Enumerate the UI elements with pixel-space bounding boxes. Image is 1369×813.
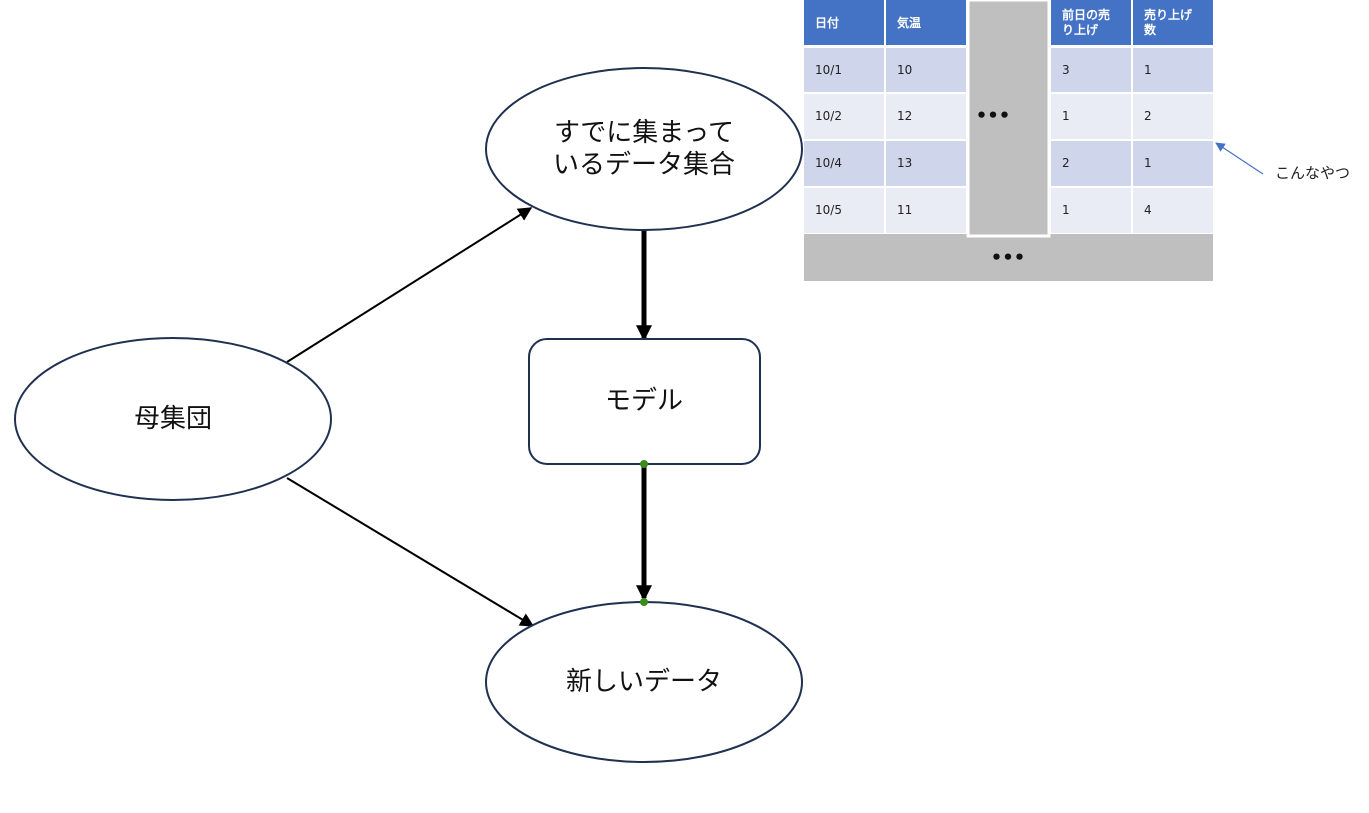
annotation-label: こんなやつ bbox=[1275, 164, 1350, 182]
table-cell: 12 bbox=[897, 109, 912, 123]
table-cell: 1 bbox=[1144, 63, 1152, 77]
table-header-temp: 気温 bbox=[897, 15, 921, 30]
table-header-sales-line2: 数 bbox=[1144, 22, 1157, 37]
table-cell: 1 bbox=[1062, 109, 1070, 123]
table-cell: 10/4 bbox=[815, 156, 842, 170]
table-cell: 4 bbox=[1144, 203, 1152, 217]
edge-population-to-new-data bbox=[286, 477, 535, 627]
table-header-cell-temp bbox=[886, 0, 966, 45]
node-collected-data-label-line1: すでに集まって bbox=[554, 118, 734, 148]
table-header-prev-sales-line1: 前日の売 bbox=[1062, 7, 1110, 22]
table-row-ellipsis: ••• bbox=[991, 248, 1026, 269]
annotation-arrow bbox=[1215, 142, 1264, 175]
node-population-label: 母集団 bbox=[134, 404, 212, 434]
node-population[interactable]: 母集団 bbox=[14, 337, 332, 501]
connector-dot-model-bottom bbox=[640, 460, 648, 468]
table-header-sales-line1: 売り上げ bbox=[1144, 7, 1193, 22]
table-row: 10/2 12 1 2 bbox=[804, 94, 1213, 139]
table-column-ellipsis-band bbox=[966, 0, 1051, 238]
table-cell: 13 bbox=[897, 156, 912, 170]
node-population-shape bbox=[14, 337, 332, 501]
table-cell: 1 bbox=[1062, 203, 1070, 217]
table-cell: 10/5 bbox=[815, 203, 842, 217]
table-row: 10/1 10 3 1 bbox=[804, 48, 1213, 92]
node-new-data[interactable]: 新しいデータ bbox=[485, 601, 803, 763]
table-cell: 10/1 bbox=[815, 63, 842, 77]
table-row-ellipsis-band bbox=[804, 234, 1213, 281]
table-cell: 3 bbox=[1062, 63, 1070, 77]
node-collected-data-label-line2: いるデータ集合 bbox=[553, 150, 735, 180]
table-cell: 2 bbox=[1144, 109, 1152, 123]
table-cell: 1 bbox=[1144, 156, 1152, 170]
table-header-prev-sales-line2: り上げ bbox=[1062, 22, 1099, 37]
node-collected-data-shape bbox=[485, 67, 803, 231]
sample-data-table: ••• 日付 気温 前日の売 り上げ 売り上げ 数 10/1 10 3 1 10… bbox=[804, 0, 1213, 281]
node-collected-data[interactable]: すでに集まって いるデータ集合 bbox=[485, 67, 803, 231]
table-header-date: 日付 bbox=[815, 15, 839, 30]
connector-dot-new-data-top bbox=[640, 598, 648, 606]
table-cell: 10/2 bbox=[815, 109, 842, 123]
table-header-cell-date bbox=[804, 0, 884, 45]
node-new-data-label: 新しいデータ bbox=[566, 667, 722, 697]
node-model[interactable]: モデル bbox=[528, 338, 761, 465]
table-header-cell-prev-sales bbox=[1051, 0, 1131, 45]
table-row: 10/4 13 2 1 bbox=[804, 141, 1213, 186]
edge-population-to-collected bbox=[286, 207, 533, 363]
table-cell: 11 bbox=[897, 203, 912, 217]
node-model-label: モデル bbox=[605, 386, 683, 416]
table-cell: 10 bbox=[897, 63, 912, 77]
table-cell: 2 bbox=[1062, 156, 1070, 170]
table-header-cell-sales bbox=[1133, 0, 1213, 45]
table-column-ellipsis: ••• bbox=[976, 106, 1011, 127]
table-row: 10/5 11 1 4 bbox=[804, 188, 1213, 233]
